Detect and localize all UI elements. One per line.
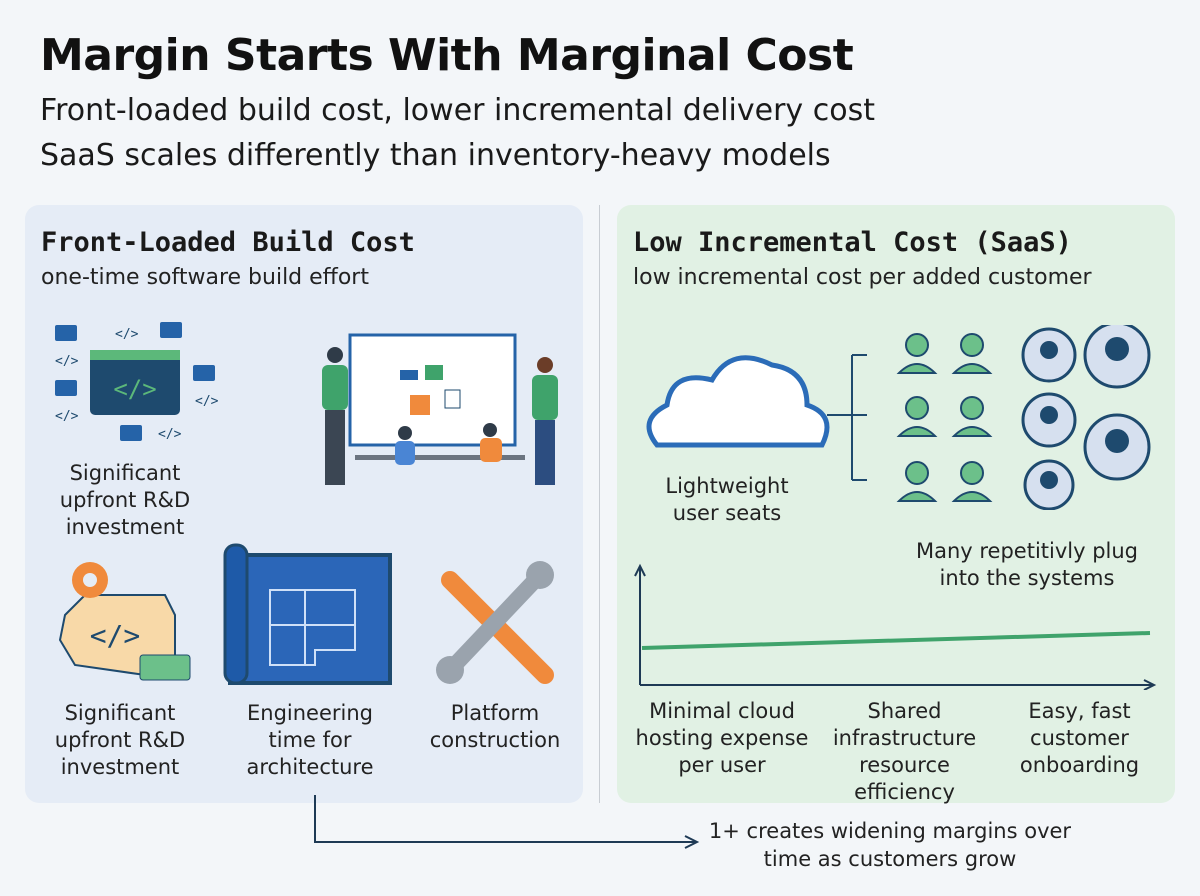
caption-hosting: Minimal cloud hosting expense per user bbox=[635, 699, 809, 777]
right-subheading: low incremental cost per added customer bbox=[633, 265, 1092, 290]
user-icons bbox=[896, 333, 993, 502]
caption-platform: Platform construction bbox=[429, 701, 561, 752]
caption-user-seats: Lightweight user seats bbox=[665, 474, 789, 525]
gear-code-icon: </> bbox=[58, 562, 191, 681]
users-diagram bbox=[646, 325, 1151, 510]
caption-onboarding: Easy, fast customer onboarding bbox=[1019, 699, 1140, 777]
customer-avatars bbox=[1021, 325, 1151, 510]
subtitle-1: Front-loaded build cost, lower increment… bbox=[40, 93, 875, 128]
caption-plug-in: Many repetitivly plug into the systems bbox=[915, 539, 1139, 590]
cost-line bbox=[641, 631, 1151, 650]
cloud-icon bbox=[646, 355, 830, 448]
footer-note: 1+ creates widening margins over time as… bbox=[708, 819, 1072, 871]
cost-line-chart bbox=[634, 563, 1157, 690]
caption-rd-2: Significant upfront R&D investment bbox=[54, 701, 186, 779]
arrow-icon bbox=[314, 795, 700, 849]
svg-text:</>: </> bbox=[113, 375, 156, 403]
svg-text:</>: </> bbox=[55, 409, 79, 424]
team-illustration bbox=[322, 333, 558, 485]
caption-shared-infra: Shared infrastructure resource efficienc… bbox=[832, 699, 977, 804]
code-window-icon: </> </> </> </> </> </> bbox=[55, 322, 219, 442]
caption-engineering: Engineering time for architecture bbox=[246, 701, 374, 779]
right-panel: Low Incremental Cost (SaaS) low incremen… bbox=[617, 205, 1175, 804]
svg-text:</>: </> bbox=[90, 619, 141, 652]
subtitle-2: SaaS scales differently than inventory-h… bbox=[40, 138, 831, 173]
left-panel: Front-Loaded Build Cost one-time softwar… bbox=[25, 205, 583, 803]
svg-text:</>: </> bbox=[55, 354, 79, 369]
svg-text:</>: </> bbox=[158, 427, 182, 442]
blueprint-icon bbox=[223, 543, 392, 685]
divider bbox=[599, 205, 600, 803]
left-heading: Front-Loaded Build Cost bbox=[41, 227, 415, 258]
right-heading: Low Incremental Cost (SaaS) bbox=[633, 227, 1072, 258]
left-subheading: one-time software build effort bbox=[41, 265, 369, 290]
svg-text:</>: </> bbox=[115, 327, 139, 342]
caption-rd-1: Significant upfront R&D investment bbox=[59, 461, 191, 539]
svg-text:</>: </> bbox=[195, 394, 219, 409]
wrench-tools-icon bbox=[436, 561, 554, 684]
page-title: Margin Starts With Marginal Cost bbox=[40, 30, 854, 81]
